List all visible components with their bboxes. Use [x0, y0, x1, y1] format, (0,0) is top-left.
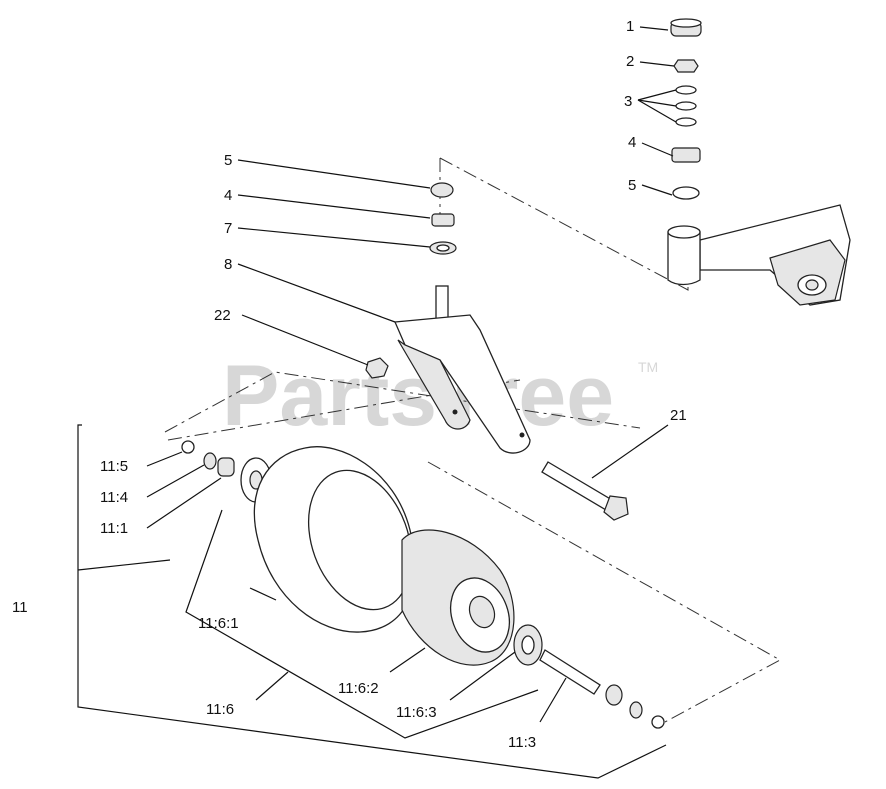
- frame-bracket: [667, 204, 851, 306]
- bearing-right: [605, 684, 623, 706]
- callout-21: 21: [670, 407, 687, 424]
- watermark-trademark: TM: [638, 359, 658, 375]
- spindle-stack: [670, 18, 702, 200]
- leader-lines: [77, 26, 677, 779]
- callout-5-upper: 5: [628, 177, 636, 194]
- callout-labels: 1 2 3 4 5 5 4 7 8 22 21 11:5 11:4 11:1 1…: [12, 18, 687, 751]
- callout-4-lower: 4: [224, 187, 232, 204]
- callout-11-5: 11:5: [100, 458, 128, 475]
- callout-11-3: 11:3: [508, 734, 536, 751]
- callout-11: 11: [12, 599, 28, 616]
- spindle-housing: [667, 231, 701, 286]
- bearing-cup-5: [430, 182, 454, 198]
- callout-11-6: 11:6: [206, 701, 234, 718]
- callout-2: 2: [626, 53, 634, 70]
- callout-22: 22: [214, 307, 231, 324]
- bearing-4: [431, 213, 455, 227]
- fork-nut-22: [365, 357, 389, 379]
- washer-11-4: [203, 452, 217, 470]
- callout-7: 7: [224, 220, 232, 237]
- callout-11-4: 11:4: [100, 489, 128, 506]
- callout-5-lower: 5: [224, 152, 232, 169]
- upper-bearing-cup: [672, 186, 700, 200]
- caster-fork: [365, 314, 531, 454]
- callout-3: 3: [624, 93, 632, 110]
- spacer-right: [651, 715, 665, 729]
- callout-4-upper: 4: [628, 134, 636, 151]
- spacer-11-5: [181, 440, 195, 454]
- washer-2: [675, 101, 697, 111]
- callout-8: 8: [224, 256, 232, 273]
- bearing-11-1: [217, 457, 235, 477]
- dust-cap-top: [670, 18, 702, 28]
- callout-11-6-2: 11:6:2: [338, 680, 379, 697]
- upper-bearing: [671, 147, 701, 163]
- callout-11-6-3: 11:6:3: [396, 704, 437, 721]
- axle-bolt: [541, 461, 629, 521]
- axle-11-3: [539, 649, 601, 695]
- callout-11-1: 11:1: [100, 520, 128, 537]
- lock-nut: [673, 59, 699, 73]
- callout-1: 1: [626, 18, 634, 35]
- callout-11-6-1: 11:6:1: [198, 615, 239, 632]
- washer-1: [675, 85, 697, 95]
- washer-right: [629, 701, 643, 719]
- wheel-assembly: [181, 440, 665, 729]
- washer-3: [675, 117, 697, 127]
